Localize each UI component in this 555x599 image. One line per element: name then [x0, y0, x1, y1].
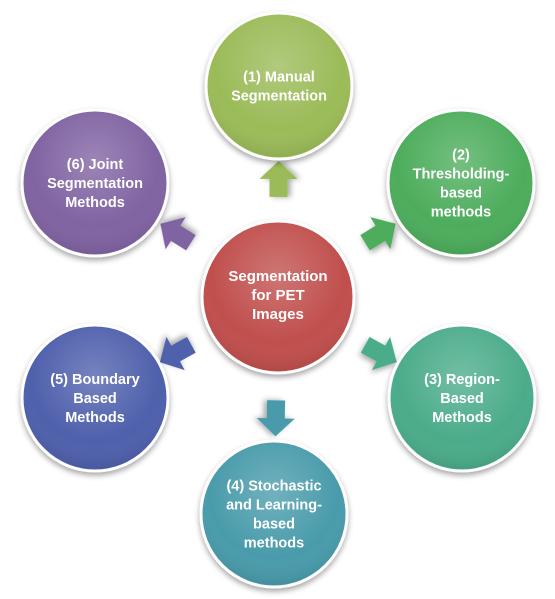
node-label-line: Based: [73, 391, 117, 407]
node-label-line: Based: [440, 391, 484, 407]
connector-arrow-region: [360, 336, 397, 371]
connector-arrow-joint: [160, 217, 196, 251]
node-label-line: based: [440, 186, 482, 202]
node-label-line: methods: [431, 205, 491, 221]
node-label-line: Methods: [432, 410, 492, 426]
connector-arrow-boundary: [159, 336, 196, 371]
node-thresholding: (2) Thresholding-based methods: [386, 108, 536, 258]
connector-arrow-thresholding: [360, 217, 396, 251]
node-label-line: (2): [452, 148, 470, 164]
node-label-line: methods: [244, 536, 304, 552]
node-label-line: (4) Stochastic: [226, 479, 321, 495]
node-label-line: Segmentation: [47, 176, 143, 192]
node-stochastic: (4) Stochastic and Learning-based methods: [199, 439, 349, 589]
node-label-line: Methods: [65, 410, 125, 426]
node-label-line: based: [253, 517, 295, 533]
center-node: Segmentation for PET Images: [200, 219, 356, 375]
connector-arrow-manual: [259, 160, 298, 197]
node-label-line: (6) Joint: [67, 157, 124, 173]
node-label-line: Thresholding-: [413, 167, 510, 183]
node-label-line: and Learning-: [226, 498, 322, 514]
node-label-line: (3) Region-: [424, 372, 500, 388]
node-label-line: Segmentation: [228, 268, 327, 285]
node-label-line: Methods: [65, 195, 125, 211]
node-label-line: (1) Manual: [243, 70, 315, 86]
node-label-line: for PET: [251, 287, 304, 304]
node-label-line: Images: [252, 306, 304, 323]
node-label-line: Segmentation: [231, 89, 327, 105]
connector-arrow-stochastic: [256, 400, 295, 437]
node-label-line: (5) Boundary: [50, 372, 139, 388]
